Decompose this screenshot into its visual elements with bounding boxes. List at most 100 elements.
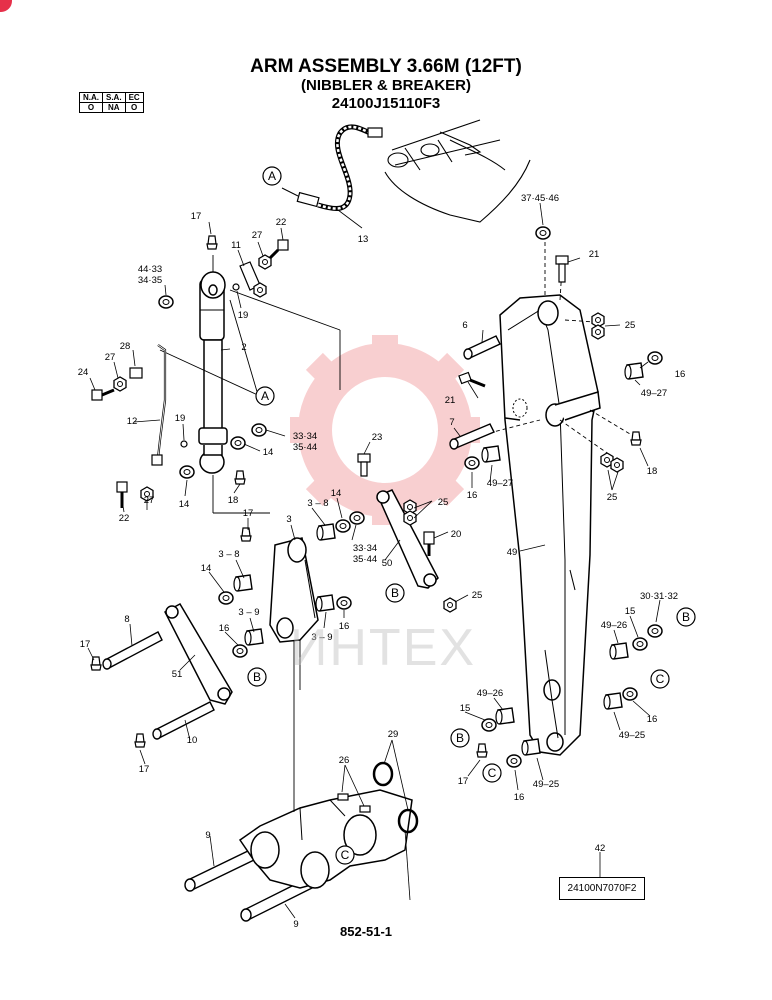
- callout-label: 12: [127, 416, 138, 427]
- grease-fitting-18-a: [630, 431, 642, 446]
- callout-label: 13: [358, 234, 369, 245]
- nut-25-b: [591, 324, 605, 340]
- callout-label: 14: [263, 447, 274, 458]
- ring-16-e: [336, 596, 352, 610]
- callout-label: 49–25: [533, 779, 559, 790]
- nut-25-d: [610, 457, 624, 473]
- bushing-3-8-a: [316, 523, 336, 541]
- callout-label: 8: [124, 614, 129, 625]
- ring-14-d: [218, 591, 234, 605]
- bushing-49-26-b: [495, 707, 515, 725]
- callout-label: 3 – 9: [311, 632, 332, 643]
- circle-label-C1: C: [656, 672, 665, 686]
- grease-fitting-17-c: [240, 527, 252, 542]
- link-3: [269, 537, 319, 643]
- page-number: 852-51-1: [340, 924, 393, 939]
- callout-label: 15: [625, 606, 636, 617]
- ring-14-b: [179, 465, 195, 479]
- circle-label-B3: B: [253, 670, 261, 684]
- callout-label: 21: [589, 249, 600, 260]
- ring-33-a: [251, 423, 267, 437]
- circle-label-A1: A: [268, 169, 276, 183]
- grease-fitting-17-a: [476, 743, 488, 758]
- nut-25-g: [443, 597, 457, 613]
- callout-label: 51: [172, 669, 183, 680]
- circle-A-top: [262, 166, 282, 186]
- callout-label: 19: [238, 310, 249, 321]
- ring-30: [647, 624, 663, 638]
- callout-label: 3 – 8: [218, 549, 239, 560]
- diagram-subtitle: (NIBBLER & BREAKER): [301, 77, 471, 94]
- callout-label: 30·31·32: [640, 591, 678, 602]
- grease-fitting-17-d: [90, 656, 102, 671]
- callout-label: 3 – 9: [238, 607, 259, 618]
- callout-label: 22: [119, 513, 130, 524]
- bushing-49-27-a: [624, 362, 644, 380]
- callout-label: 49–25: [619, 730, 645, 741]
- ring-16-a: [647, 351, 663, 365]
- applicability-table: N.A. S.A. EC O NA O: [79, 92, 144, 113]
- callout-label: 14: [201, 563, 212, 574]
- callout-label: 21: [445, 395, 456, 406]
- grease-fitting-18-b: [234, 470, 246, 485]
- callout-label: 9: [205, 830, 210, 841]
- bushing-49-25-a: [603, 692, 623, 710]
- callout-label: 17: [80, 639, 91, 650]
- callout-label: 35·44: [353, 554, 377, 565]
- circle-B-right: [676, 607, 696, 627]
- bushing-3-9-a: [315, 594, 335, 612]
- callout-label: 25: [438, 497, 449, 508]
- callout-label: 17: [139, 764, 150, 775]
- link-51: [163, 603, 233, 705]
- arm-body: [499, 294, 601, 756]
- callout-label: 17: [191, 211, 202, 222]
- callout-label: 11: [231, 240, 241, 251]
- grease-line: [151, 344, 167, 466]
- grease-fitting-17-b: [206, 235, 218, 250]
- callout-label: 9: [293, 919, 298, 930]
- callout-label: 22: [276, 217, 287, 228]
- callout-label: 20: [451, 529, 462, 540]
- callout-label: 24: [78, 367, 89, 378]
- clip-28: [129, 367, 143, 379]
- link-50: [376, 489, 439, 589]
- watermark-text: ИНТЕХ: [290, 619, 477, 677]
- callout-label: 16: [339, 621, 350, 632]
- callout-label: 33·34: [293, 431, 317, 442]
- boom-sketch: [384, 119, 531, 223]
- bolt-23: [357, 453, 371, 477]
- callout-label: 14: [179, 499, 190, 510]
- circle-label-B2: B: [682, 610, 690, 624]
- callout-label: 3: [286, 514, 291, 525]
- callout-label: 10: [187, 735, 198, 746]
- callout-label: 50: [382, 558, 393, 569]
- bushing-49-25-b: [521, 738, 541, 756]
- callout-label: 25: [472, 590, 483, 601]
- circle-C-bottom: [482, 763, 502, 783]
- pin-26: [337, 793, 371, 813]
- cylinder-guide-lines: [159, 255, 341, 514]
- bolt-21-mid: [458, 371, 486, 388]
- badge-value-na: O: [79, 102, 103, 113]
- circle-label-C2: C: [488, 766, 497, 780]
- callout-label: 2: [241, 342, 246, 353]
- callout-label: 16: [219, 623, 230, 634]
- callout-circles: [247, 166, 696, 865]
- callout-label: 25: [625, 320, 636, 331]
- callout-label: 49–26: [601, 620, 627, 631]
- ring-15-b: [481, 718, 497, 732]
- hydraulic-hose: [281, 124, 383, 212]
- o-ring-19-b: [180, 440, 188, 448]
- circle-A-cylinder: [255, 386, 275, 406]
- o-ring-19-a: [232, 283, 240, 291]
- washer-part-37: [535, 226, 551, 240]
- callout-label: 28: [120, 341, 131, 352]
- ring-15-a: [632, 637, 648, 651]
- bucket-adapter: [238, 789, 413, 889]
- callout-label: 16: [647, 714, 658, 725]
- badge-value-ec: O: [124, 102, 144, 113]
- callout-label: 49–26: [477, 688, 503, 699]
- callout-label: 15: [460, 703, 471, 714]
- callout-label: 23: [372, 432, 383, 443]
